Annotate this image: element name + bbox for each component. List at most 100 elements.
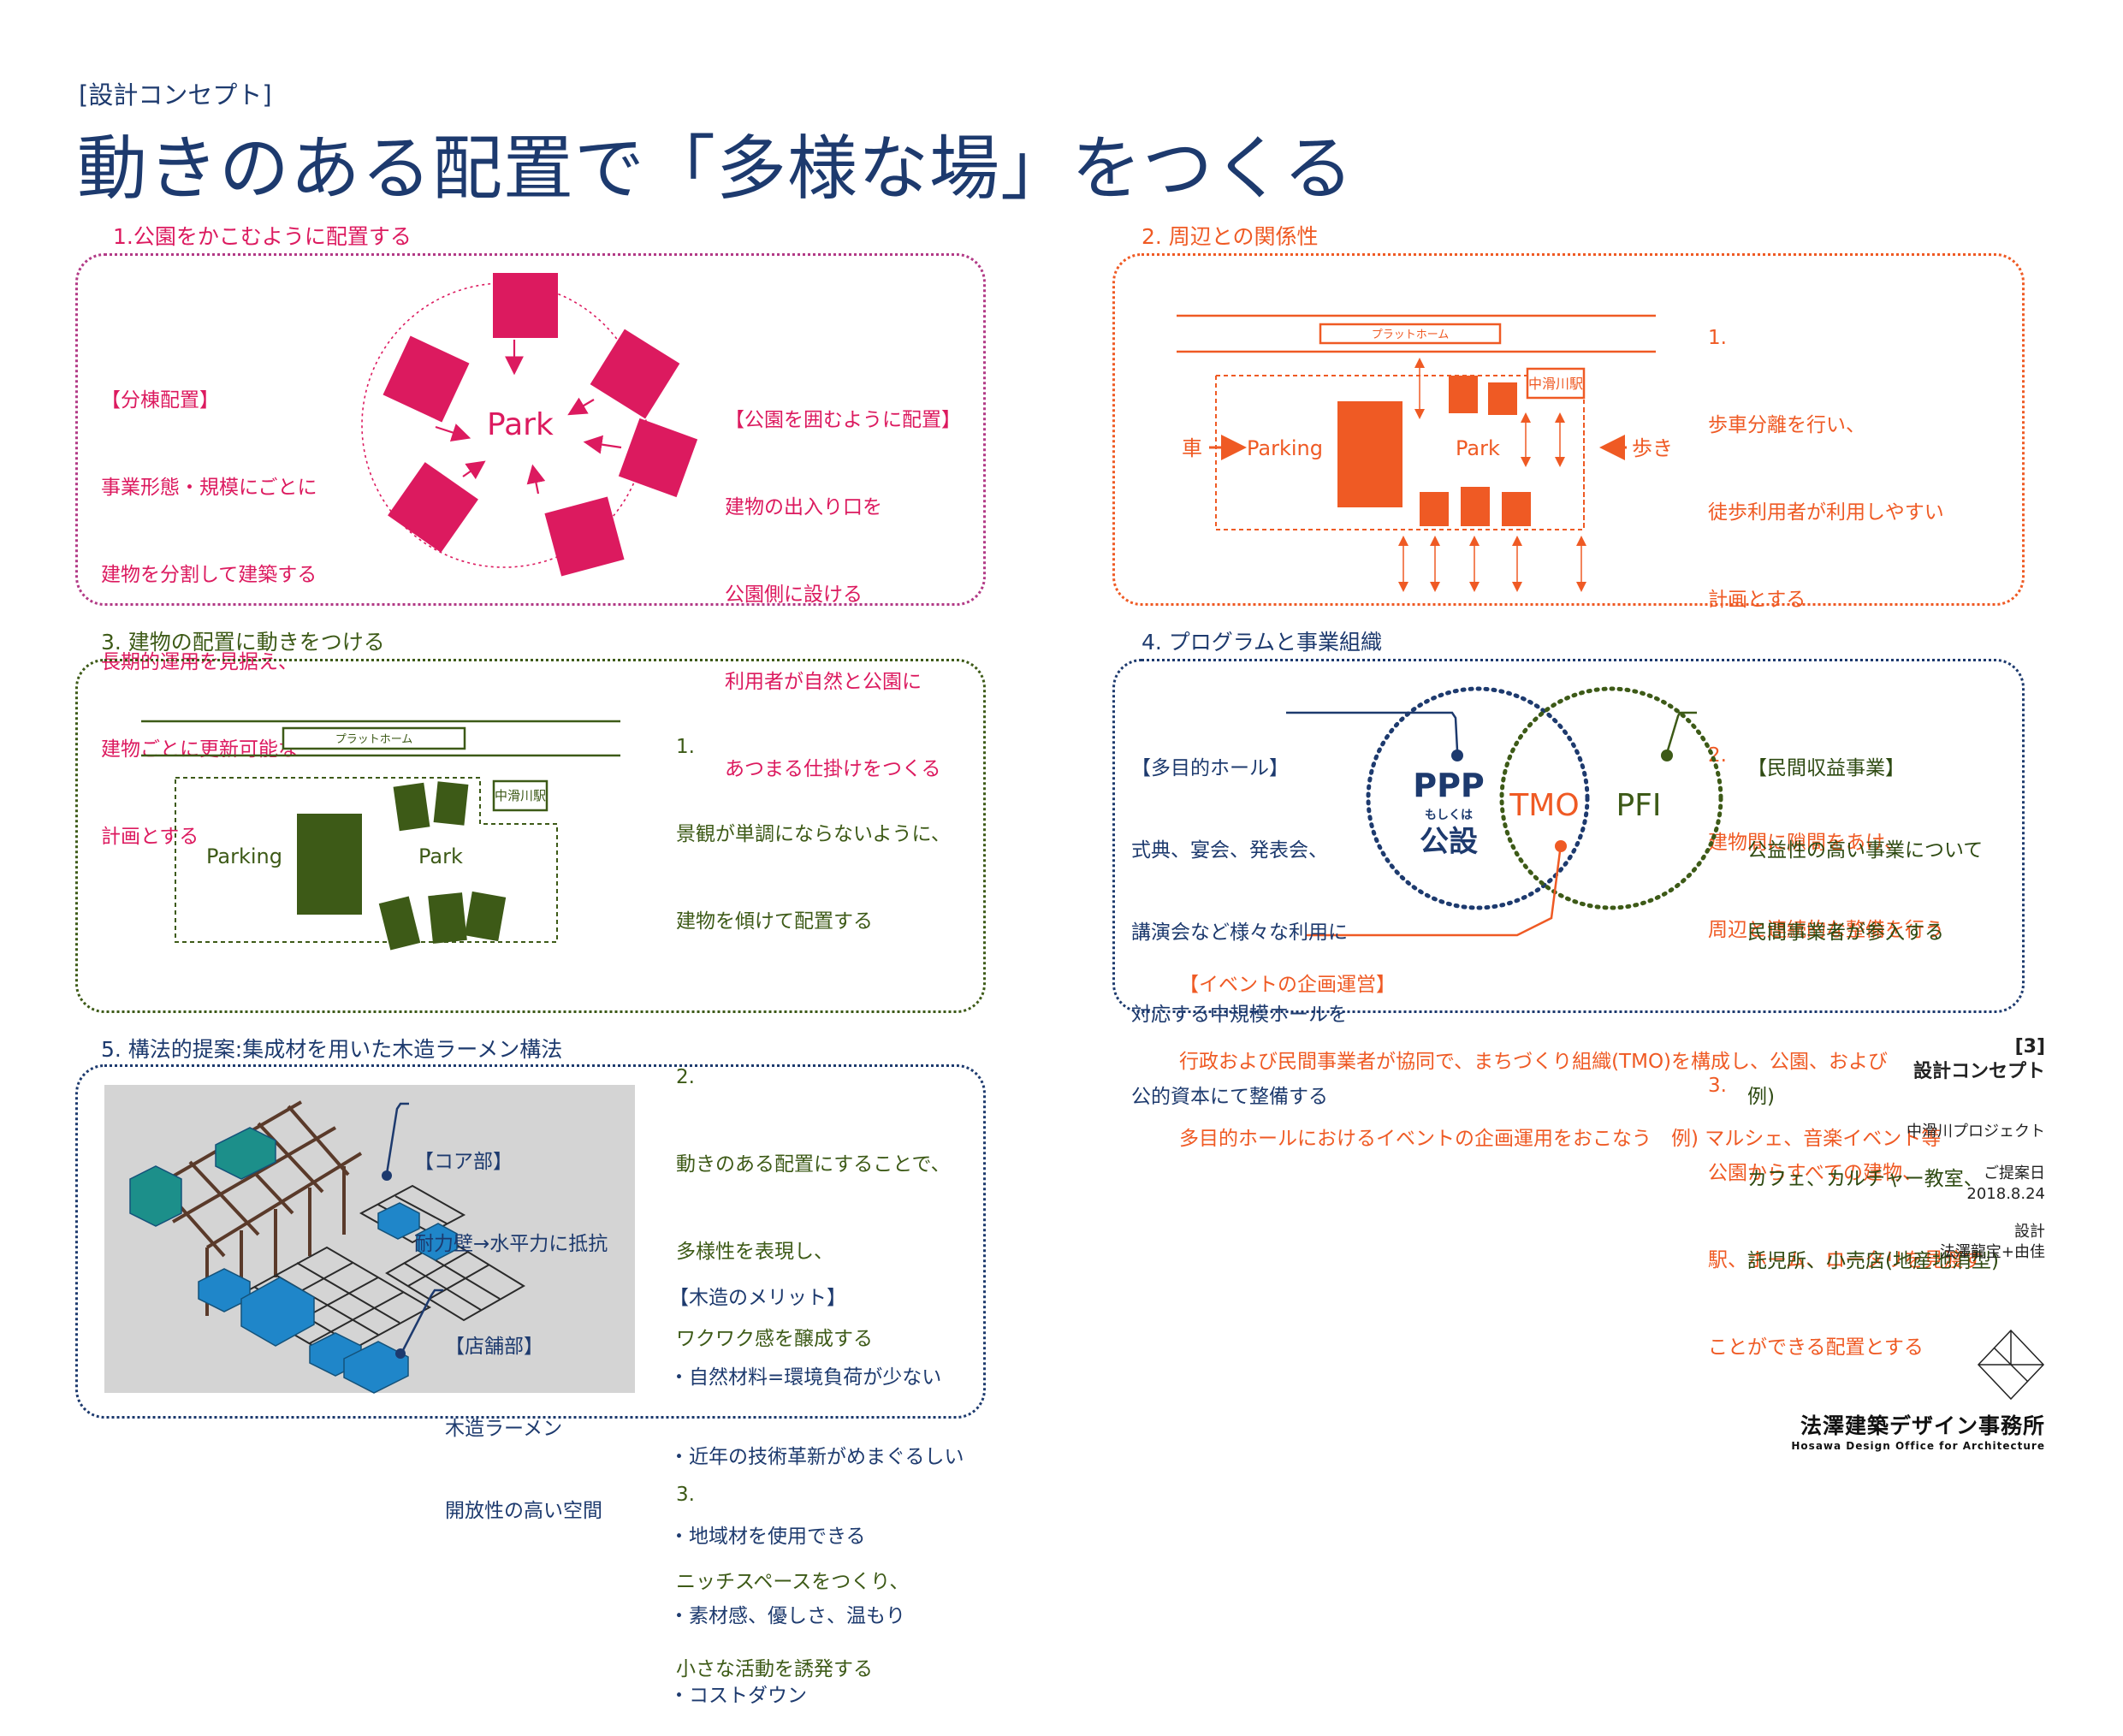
station-label: 中滑川駅 <box>495 788 546 803</box>
building-block <box>1488 382 1517 415</box>
sidebar-info: [3] 設計コンセプト 中滑川プロジェクト ご提案日 2018.8.24 設計 … <box>1729 1035 2045 1263</box>
building-block <box>378 896 421 951</box>
text-line: 多様性を表現し、 <box>676 1241 833 1263</box>
text-line: 周辺と連続的な整備を行う <box>1708 919 1944 941</box>
text-line: 公園からすべての建物、 <box>1708 1162 1923 1184</box>
station-box <box>1526 367 1586 400</box>
section4-panel: PPP もしくは 公設 TMO PFI <box>1112 659 2025 1013</box>
text-line: ・近年の技術革新がめまぐるしい <box>669 1446 964 1468</box>
text-line: ・素材感、優しさ、温もり <box>669 1605 905 1627</box>
section1-right-heading: 【公園を囲むように配置】 <box>725 409 961 431</box>
structure-drawing <box>129 1100 525 1394</box>
section3-diagram: プラットホーム 中滑川駅 Parking Park <box>141 720 620 951</box>
section1-diagram: Park <box>361 273 698 577</box>
text-line: 景観が単調にならないように、 <box>676 823 951 845</box>
section1-title: 1.公園をかこむように配置する <box>113 224 412 249</box>
building-block <box>393 782 430 832</box>
section3-title: 3. 建物の配置に動きをつける <box>101 630 385 655</box>
text-line: 行政および民間事業者が協同で、まちづくり組織(TMO)を構成し、公園、および <box>1179 1051 1889 1073</box>
page-number: [3] <box>2014 1036 2045 1058</box>
structure-render <box>104 1085 635 1394</box>
point-number: 1. <box>1708 327 1727 349</box>
section3-panel: プラットホーム 中滑川駅 Parking Park <box>75 659 986 1013</box>
core-callout: 【コア部】 耐力壁→水平力に抵抗 <box>414 1093 608 1285</box>
platform-box <box>1319 323 1502 345</box>
text-line: ワクワク感を醸成する <box>676 1328 873 1350</box>
text-line: 例) <box>1747 1086 1775 1108</box>
header-tag: [設計コンセプト] <box>79 80 272 110</box>
text-line: 建物間に隙間をあけ、 <box>1708 832 1904 854</box>
building-block <box>382 335 470 423</box>
section2-diagram: プラットホーム 中滑川駅 車 Parking Park 歩き <box>1177 314 1673 592</box>
building-block <box>428 892 467 944</box>
section1-left-heading: 【分棟配置】 <box>101 389 219 412</box>
building-block <box>618 418 698 498</box>
park-label: Park <box>487 407 554 442</box>
section4-bottom-heading: 【イベントの企画運営】 <box>1179 974 1396 996</box>
text-line: 歩車分離を行い、 <box>1708 414 1865 436</box>
text-line: 建物を傾けて配置する <box>676 910 873 933</box>
text-line: 利用者が自然と公園に <box>725 671 922 693</box>
section5-title: 5. 構法的提案:集成材を用いた木造ラーメン構法 <box>101 1037 563 1062</box>
building-block <box>1420 492 1449 526</box>
text-line: ことができる配置とする <box>1708 1336 1924 1359</box>
building-block <box>544 496 625 577</box>
text-line: 駅、ホーム、ロータリを見渡す <box>1708 1249 1984 1271</box>
text-line: 開放性の高い空間 <box>445 1500 602 1522</box>
tmo-label: TMO <box>1509 788 1579 823</box>
text-line: 多目的ホールにおけるイベントの企画運用をおこなう 例) マルシェ、音楽イベント等 <box>1179 1128 1942 1150</box>
parking-label: Parking <box>206 844 282 868</box>
building-block <box>590 329 680 419</box>
building-block <box>1449 376 1478 413</box>
text-line: ・コストダウン <box>669 1685 807 1707</box>
merit-heading: 【木造のメリット】 <box>669 1287 846 1309</box>
office-name-jp: 法澤建築デザイン事務所 <box>1800 1413 2045 1438</box>
text-line: 耐力壁→水平力に抵抗 <box>414 1233 608 1255</box>
section5-panel <box>75 1064 986 1419</box>
date-label: ご提案日 <box>1984 1164 2045 1182</box>
text-line: 建物ごとに更新可能な <box>101 738 298 761</box>
section1-right-text: 【公園を囲むように配置】 建物の出入り口を 公園側に設ける 利用者が自然と公園に… <box>725 347 961 813</box>
text-line: 木造ラーメン <box>445 1418 563 1440</box>
section4-title: 4. プログラムと事業組織 <box>1142 630 1383 655</box>
project-name: 中滑川プロジェクト <box>1907 1123 2045 1141</box>
platform-box <box>282 726 466 750</box>
text-line: 託児所、小売店(地産地消型) <box>1747 1250 1999 1272</box>
section4-right-text: 【民間収益事業】 公益性の高い事業について 民間事業者が参入する 例) カフェ、… <box>1747 700 1999 1302</box>
proposal-date: 2018.8.24 <box>1966 1185 2045 1203</box>
building-block <box>388 462 478 553</box>
ppp-main-label: 公設 <box>1420 825 1478 859</box>
design-label: 設計 <box>2014 1223 2045 1241</box>
sidebar-page-title: 設計コンセプト <box>1912 1061 2045 1082</box>
text-line: 事業形態・規模にごとに <box>101 477 317 499</box>
section4-diagram: PPP もしくは 公設 TMO PFI <box>1286 686 1723 937</box>
section4-right-heading: 【民間収益事業】 <box>1747 757 1905 779</box>
text-line: 公益性の高い事業について <box>1747 839 1984 862</box>
text-line: 動きのある配置にすることで、 <box>676 1153 951 1176</box>
text-line: 計画とする <box>1708 589 1806 611</box>
building-block <box>433 781 469 826</box>
building-block <box>493 273 558 338</box>
section4-left-text: 【多目的ホール】 式典、宴会、発表会、 講演会など様々な利用に 対応する中規模ホ… <box>1131 700 1348 1138</box>
car-label: 車 <box>1182 436 1202 460</box>
merit-list: 【木造のメリット】 ・自然材料=環境負荷が少ない ・近年の技術革新がめまぐるしい… <box>669 1232 964 1736</box>
text-line: 公的資本にて整備する <box>1131 1086 1328 1108</box>
text-line: ・地域材を使用できる <box>669 1526 866 1548</box>
text-line: 公園側に設ける <box>725 584 863 606</box>
text-line: 建物の出入り口を <box>725 496 882 518</box>
building-block <box>1502 492 1531 526</box>
office-name-en: Hosawa Design Office for Architecture <box>1791 1440 2045 1452</box>
section1-panel: Park <box>75 253 986 606</box>
park-label: Park <box>418 844 463 868</box>
shop-callout: 【店舗部】 木造ラーメン 開放性の高い空間 <box>445 1278 602 1552</box>
ppp-circle <box>1366 686 1590 910</box>
pfi-circle <box>1499 686 1723 910</box>
text-line: 徒歩利用者が利用しやすい <box>1708 501 1944 524</box>
platform-label: プラットホーム <box>1372 329 1450 341</box>
walk-label: 歩き <box>1632 436 1673 460</box>
section1-left-text: 【分棟配置】 事業形態・規模にごとに 建物を分割して建築する 長期的運用を見据え… <box>101 328 317 880</box>
text-line: 長期的運用を見据え、 <box>101 651 298 673</box>
section2-panel: プラットホーム 中滑川駅 車 Parking Park 歩き <box>1112 253 2025 606</box>
building-block <box>1461 487 1490 526</box>
designers: 法澤龍宝+由佳 <box>1939 1243 2045 1261</box>
